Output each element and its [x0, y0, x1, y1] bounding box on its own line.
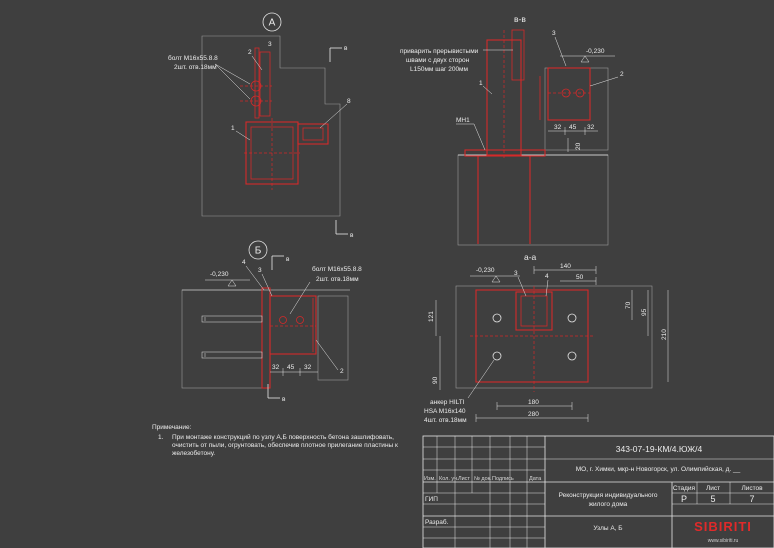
stage-value: Р: [681, 494, 687, 504]
node-b-bolt-spec: болт М16х55.8.8: [312, 265, 362, 273]
project-name-line-2: жилого дома: [589, 501, 628, 508]
node-a-pos-3: 3: [268, 41, 272, 48]
section-b-dim-45: 45: [569, 124, 577, 131]
node-b-pos-2: 2: [340, 368, 344, 375]
section-a-dim-180: 180: [528, 399, 539, 406]
section-b-pos-2: 2: [620, 71, 624, 78]
section-b-title: в-в: [514, 14, 526, 24]
section-b-pos-3: 3: [552, 30, 556, 37]
column-list: Лист: [458, 476, 470, 482]
section-a-dim-95: 95: [641, 308, 648, 316]
column-izm: Изм.: [424, 476, 436, 482]
section-a-dim-210: 210: [661, 329, 668, 340]
node-b-dim-32-right: 32: [304, 364, 312, 371]
project-name-line-1: Реконструкция индивидуального: [559, 492, 658, 499]
section-a-level: -0,230: [476, 267, 495, 274]
column-kol-uch: Кол. уч.: [439, 476, 459, 482]
node-b-bolt-holes: 2шт. отв.18мм: [316, 276, 359, 283]
node-b-dim-32-left: 32: [272, 364, 280, 371]
section-a-dim-280: 280: [528, 411, 539, 418]
notes-heading: Примечание:: [152, 424, 192, 431]
section-b-weld-note-1: приварить прерывистыми: [400, 48, 479, 55]
node-a-view: А в в болт М16х55.8.8 2шт. отв.18мм 2 3: [168, 12, 354, 239]
title-block: 343-07-19-КМ/4.ЮЖ/4 МО, г. Химки, мкр-н …: [422, 435, 774, 548]
node-a-pos-1: 1: [231, 125, 235, 132]
node-b-pos-4: 4: [242, 259, 246, 266]
section-b-weld-note-2: швами с двух сторон: [406, 57, 470, 64]
node-a-pos-2: 2: [248, 49, 252, 56]
section-b-dim-32-right: 32: [587, 124, 595, 131]
node-b-pos-3: 3: [258, 267, 262, 274]
address: МО, г. Химки, мкр-н Новогорск, ул. Олимп…: [576, 465, 741, 473]
node-a-marker: А: [269, 18, 276, 29]
notes-line-1: При монтаже конструкций по узлу А,Б пове…: [172, 433, 394, 441]
section-a-dim-140: 140: [560, 263, 571, 270]
section-b-dim-20: 20: [575, 142, 582, 150]
sheet-value: 5: [710, 494, 715, 504]
node-a-bolt-holes: 2шт. отв.18мм: [174, 64, 217, 71]
company-website: www.sibiriti.ru: [708, 538, 739, 544]
doc-code: 343-07-19-КМ/4.ЮЖ/4: [616, 444, 703, 454]
section-b-pos-1: 1: [479, 80, 483, 87]
stage-label: Стадия: [673, 485, 696, 492]
column-date: Дата: [529, 476, 542, 482]
node-b-cut-mark-top: в: [286, 256, 290, 263]
node-a-cut-mark-bottom: в: [350, 232, 354, 239]
section-b-view: в-в -0,230 32 45 32 20 приварить пре: [400, 14, 624, 246]
node-b-cut-mark-bottom: в: [282, 396, 286, 403]
notes-item-number: 1.: [158, 434, 164, 441]
role-gip: ГИП: [425, 496, 438, 503]
node-a-bolt-spec: болт М16х55.8.8: [168, 54, 218, 62]
section-b-weld-note-3: L150мм шаг 200мм: [410, 66, 469, 73]
section-a-title: а-а: [524, 252, 537, 262]
node-b-view: Б -0,230 32 45 32 в в болт: [181, 240, 362, 403]
section-b-dim-32-left: 32: [554, 124, 562, 131]
company-logo: SIBIRITI: [694, 519, 752, 534]
section-a-dim-50: 50: [576, 274, 584, 281]
column-doc-no: № док.: [474, 476, 492, 482]
section-a-view: а-а -0,230 140 50 70 95 210: [424, 252, 669, 424]
notes-block: Примечание: 1. При монтаже конструкций п…: [152, 424, 398, 457]
section-a-anchor-3: 4шт. отв.18мм: [424, 417, 467, 424]
node-b-dim-45: 45: [287, 364, 295, 371]
section-b-mn1: МН1: [456, 117, 470, 124]
section-a-pos-4: 4: [545, 273, 549, 280]
sheet-label: Лист: [706, 485, 720, 492]
node-b-level: -0,230: [210, 271, 229, 278]
role-developer: Разраб.: [425, 518, 449, 526]
section-b-level: -0,230: [586, 48, 605, 55]
sheet-title: Узлы А, Б: [593, 525, 622, 532]
node-a-cut-mark-top: в: [344, 45, 348, 52]
sheets-label: Листов: [741, 485, 763, 492]
node-a-pos-8: 8: [347, 98, 351, 105]
notes-line-2: очистить от пыли, огрунтовать, обеспечив…: [172, 441, 398, 449]
sheets-value: 7: [749, 494, 754, 504]
node-b-marker: Б: [255, 246, 262, 257]
column-signature: Подпись: [492, 476, 514, 482]
section-a-dim-90: 90: [432, 376, 439, 384]
section-a-pos-3: 3: [514, 270, 518, 277]
section-a-anchor-1: анкер HILTI: [430, 399, 465, 406]
notes-line-3: железобетону.: [172, 449, 215, 457]
section-a-dim-121: 121: [428, 311, 435, 322]
section-a-dim-70: 70: [625, 301, 632, 309]
section-a-anchor-2: HSA M16x140: [424, 408, 466, 415]
